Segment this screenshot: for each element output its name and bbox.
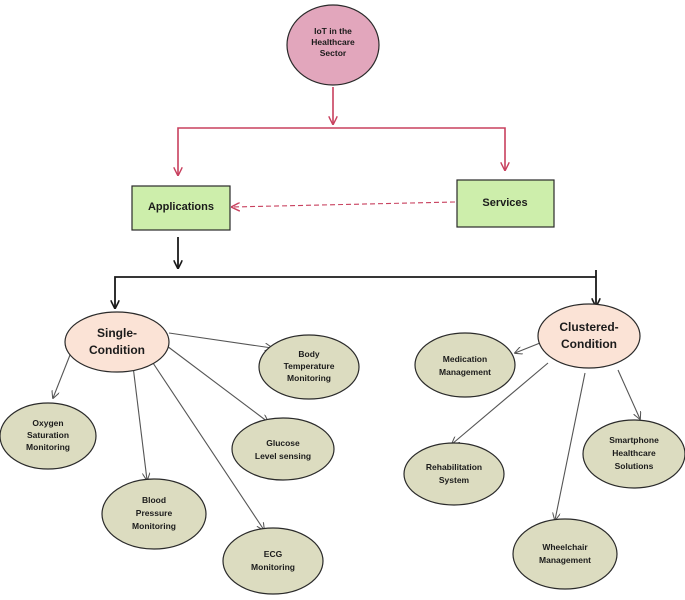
- clustered-to-wheelchair-arrow: [555, 372, 586, 520]
- smartphone-node: Smartphone Healthcare Solutions: [582, 419, 685, 489]
- clustered-to-medication-arrow: [515, 342, 541, 353]
- oxygen-saturation-ellipse: [0, 402, 97, 470]
- glucose-line2: Level sensing: [255, 451, 311, 461]
- clustered-to-rehab-arrow: [452, 362, 549, 444]
- blood-pressure-node: Blood Pressure Monitoring: [101, 478, 207, 550]
- single-to-blood-pressure-arrow: [132, 365, 147, 480]
- rehabilitation-line2: System: [439, 475, 470, 485]
- oxygen-saturation-line1: Oxygen: [32, 418, 63, 428]
- red-bracket-right: [333, 127, 505, 170]
- root-label-line2: Healthcare: [311, 37, 355, 47]
- single-condition-line1: Single-: [97, 326, 137, 340]
- glucose-ellipse: [231, 417, 335, 481]
- medication-line1: Medication: [443, 354, 487, 364]
- ecg-line1: ECG: [264, 549, 283, 559]
- body-temperature-node: Body Temperature Monitoring: [258, 334, 360, 400]
- applications-node: Applications: [131, 185, 231, 231]
- single-condition-ellipse: [64, 311, 170, 373]
- applications-label: Applications: [148, 201, 214, 213]
- services-node: Services: [456, 179, 555, 228]
- root-label-line3: Sector: [320, 48, 347, 58]
- medication-ellipse: [414, 332, 516, 398]
- rehabilitation-ellipse: [403, 442, 505, 506]
- root-node: IoT in the Healthcare Sector: [286, 4, 380, 86]
- connectors: [53, 87, 640, 530]
- wheelchair-node: Wheelchair Management: [512, 518, 618, 590]
- smartphone-ellipse: [582, 419, 685, 489]
- wheelchair-ellipse: [512, 518, 618, 590]
- body-temperature-line3: Monitoring: [287, 373, 331, 383]
- services-label: Services: [482, 197, 527, 209]
- black-bracket-left: [115, 276, 596, 308]
- clustered-condition-node: Clustered- Condition: [537, 303, 641, 369]
- clustered-condition-line1: Clustered-: [559, 320, 618, 334]
- glucose-line1: Glucose: [266, 438, 300, 448]
- root-label-line1: IoT in the: [314, 26, 352, 36]
- ecg-line2: Monitoring: [251, 562, 295, 572]
- blood-pressure-line1: Blood: [142, 495, 166, 505]
- smartphone-line3: Solutions: [615, 461, 654, 471]
- single-to-body-temp-arrow: [168, 332, 272, 348]
- services-to-applications-dashed-arrow: [232, 201, 456, 207]
- medication-line2: Management: [439, 367, 491, 377]
- single-to-oxygen-arrow: [53, 354, 71, 398]
- clustered-to-smartphone-arrow: [617, 369, 640, 419]
- oxygen-saturation-node: Oxygen Saturation Monitoring: [0, 402, 97, 470]
- ecg-node: ECG Monitoring: [222, 527, 324, 595]
- body-temperature-ellipse: [258, 334, 360, 400]
- glucose-node: Glucose Level sensing: [231, 417, 335, 481]
- applications-box: [131, 185, 231, 231]
- rehabilitation-line1: Rehabilitation: [426, 462, 482, 472]
- single-to-glucose-arrow: [166, 345, 268, 422]
- oxygen-saturation-line3: Monitoring: [26, 442, 70, 452]
- body-temperature-line1: Body: [298, 349, 320, 359]
- smartphone-line1: Smartphone: [609, 435, 659, 445]
- blood-pressure-line2: Pressure: [136, 508, 173, 518]
- clustered-condition-ellipse: [537, 303, 641, 369]
- services-box: [456, 179, 555, 228]
- root-ellipse: [286, 4, 380, 86]
- single-to-ecg-arrow: [152, 362, 264, 530]
- wheelchair-line2: Management: [539, 555, 591, 565]
- wheelchair-line1: Wheelchair: [542, 542, 588, 552]
- rehabilitation-node: Rehabilitation System: [403, 442, 505, 506]
- red-bracket-left: [178, 127, 333, 175]
- blood-pressure-ellipse: [101, 478, 207, 550]
- smartphone-line2: Healthcare: [612, 448, 656, 458]
- clustered-condition-line2: Condition: [561, 337, 617, 351]
- oxygen-saturation-line2: Saturation: [27, 430, 69, 440]
- medication-node: Medication Management: [414, 332, 516, 398]
- ecg-ellipse: [222, 527, 324, 595]
- blood-pressure-line3: Monitoring: [132, 521, 176, 531]
- body-temperature-line2: Temperature: [284, 361, 335, 371]
- single-condition-node: Single- Condition: [64, 311, 170, 373]
- single-condition-line2: Condition: [89, 343, 145, 357]
